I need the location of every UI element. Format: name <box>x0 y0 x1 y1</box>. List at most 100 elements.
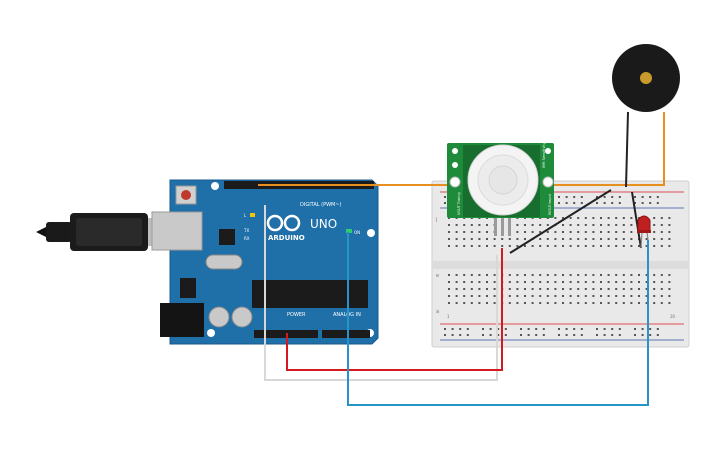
breadboard-hole[interactable] <box>645 245 648 247</box>
wire-black-diagonal[interactable] <box>509 189 612 254</box>
breadboard-hole[interactable] <box>592 281 595 283</box>
breadboard-hole[interactable] <box>501 238 504 240</box>
breadboard-hole[interactable] <box>444 196 446 198</box>
breadboard-hole[interactable] <box>569 217 572 219</box>
breadboard-hole[interactable] <box>622 281 625 283</box>
breadboard-hole[interactable] <box>531 224 534 226</box>
breadboard-hole[interactable] <box>641 202 644 204</box>
breadboard-hole[interactable] <box>645 274 648 276</box>
breadboard-hole[interactable] <box>524 274 526 276</box>
breadboard-hole[interactable] <box>653 231 656 233</box>
breadboard-hole[interactable] <box>516 224 519 226</box>
breadboard-hole[interactable] <box>584 288 587 290</box>
breadboard-hole[interactable] <box>600 281 602 283</box>
breadboard-hole[interactable] <box>539 295 542 297</box>
breadboard-hole[interactable] <box>520 328 522 330</box>
breadboard-hole[interactable] <box>577 281 580 283</box>
wire-black-led[interactable] <box>631 191 642 249</box>
breadboard-hole[interactable] <box>618 196 621 198</box>
breadboard-hole[interactable] <box>554 302 557 304</box>
breadboard-hole[interactable] <box>577 288 580 290</box>
breadboard-hole[interactable] <box>580 328 583 330</box>
breadboard-hole[interactable] <box>448 274 450 276</box>
breadboard-hole[interactable] <box>668 224 671 226</box>
breadboard-hole[interactable] <box>584 217 587 219</box>
breadboard-hole[interactable] <box>622 245 625 247</box>
breadboard-hole[interactable] <box>660 217 663 219</box>
breadboard-hole[interactable] <box>569 295 572 297</box>
breadboard-hole[interactable] <box>611 202 614 204</box>
breadboard-hole[interactable] <box>573 334 576 336</box>
breadboard-hole[interactable] <box>638 245 640 247</box>
breadboard-hole[interactable] <box>478 281 481 283</box>
breadboard-hole[interactable] <box>531 274 534 276</box>
breadboard-hole[interactable] <box>562 295 564 297</box>
breadboard-hole[interactable] <box>527 328 530 330</box>
breadboard-hole[interactable] <box>558 196 560 198</box>
breadboard-hole[interactable] <box>531 231 534 233</box>
breadboard-hole[interactable] <box>455 281 458 283</box>
breadboard-hole[interactable] <box>448 288 450 290</box>
breadboard-hole[interactable] <box>596 334 598 336</box>
breadboard-hole[interactable] <box>622 302 625 304</box>
breadboard-hole[interactable] <box>592 217 595 219</box>
breadboard-hole[interactable] <box>577 231 580 233</box>
breadboard-hole[interactable] <box>459 328 462 330</box>
breadboard-hole[interactable] <box>592 245 595 247</box>
breadboard-hole[interactable] <box>463 302 466 304</box>
breadboard-hole[interactable] <box>615 224 618 226</box>
breadboard-hole[interactable] <box>630 238 633 240</box>
breadboard-hole[interactable] <box>486 302 488 304</box>
breadboard-hole[interactable] <box>516 231 519 233</box>
breadboard-hole[interactable] <box>607 224 610 226</box>
wire-white[interactable] <box>264 205 498 381</box>
breadboard-hole[interactable] <box>451 334 454 336</box>
breadboard-hole[interactable] <box>649 328 652 330</box>
breadboard-hole[interactable] <box>524 302 526 304</box>
breadboard-hole[interactable] <box>638 217 640 219</box>
breadboard-hole[interactable] <box>486 281 488 283</box>
pir-motion-sensor-icon[interactable]: VOUT Timing RES-Trimpot IMR Sensitivity <box>447 142 554 236</box>
breadboard-hole[interactable] <box>592 231 595 233</box>
breadboard-hole[interactable] <box>645 288 648 290</box>
breadboard-hole[interactable] <box>524 231 526 233</box>
breadboard-hole[interactable] <box>444 202 446 204</box>
breadboard-hole[interactable] <box>478 295 481 297</box>
breadboard-hole[interactable] <box>539 274 542 276</box>
breadboard-hole[interactable] <box>546 231 549 233</box>
breadboard-hole[interactable] <box>478 302 481 304</box>
breadboard-hole[interactable] <box>478 274 481 276</box>
breadboard-hole[interactable] <box>546 281 549 283</box>
breadboard-hole[interactable] <box>562 245 564 247</box>
breadboard-hole[interactable] <box>508 274 511 276</box>
breadboard-hole[interactable] <box>516 281 519 283</box>
breadboard-hole[interactable] <box>600 231 602 233</box>
breadboard-hole[interactable] <box>493 295 496 297</box>
breadboard-hole[interactable] <box>638 295 640 297</box>
breadboard-hole[interactable] <box>668 245 671 247</box>
breadboard-hole[interactable] <box>448 295 450 297</box>
breadboard-hole[interactable] <box>486 288 488 290</box>
breadboard-hole[interactable] <box>607 245 610 247</box>
breadboard-hole[interactable] <box>459 334 462 336</box>
breadboard-hole[interactable] <box>539 238 542 240</box>
breadboard-hole[interactable] <box>580 196 583 198</box>
breadboard-hole[interactable] <box>592 302 595 304</box>
breadboard-hole[interactable] <box>660 295 663 297</box>
breadboard-hole[interactable] <box>634 202 636 204</box>
breadboard-hole[interactable] <box>569 245 572 247</box>
breadboard-hole[interactable] <box>573 202 576 204</box>
breadboard-hole[interactable] <box>562 231 564 233</box>
breadboard-hole[interactable] <box>611 334 614 336</box>
breadboard-hole[interactable] <box>527 334 530 336</box>
breadboard-hole[interactable] <box>668 302 671 304</box>
breadboard-hole[interactable] <box>668 281 671 283</box>
breadboard-hole[interactable] <box>638 288 640 290</box>
breadboard-hole[interactable] <box>562 274 564 276</box>
breadboard-hole[interactable] <box>497 328 500 330</box>
breadboard-hole[interactable] <box>565 202 568 204</box>
breadboard-hole[interactable] <box>618 202 621 204</box>
breadboard-hole[interactable] <box>577 238 580 240</box>
breadboard-hole[interactable] <box>524 288 526 290</box>
breadboard-hole[interactable] <box>638 302 640 304</box>
